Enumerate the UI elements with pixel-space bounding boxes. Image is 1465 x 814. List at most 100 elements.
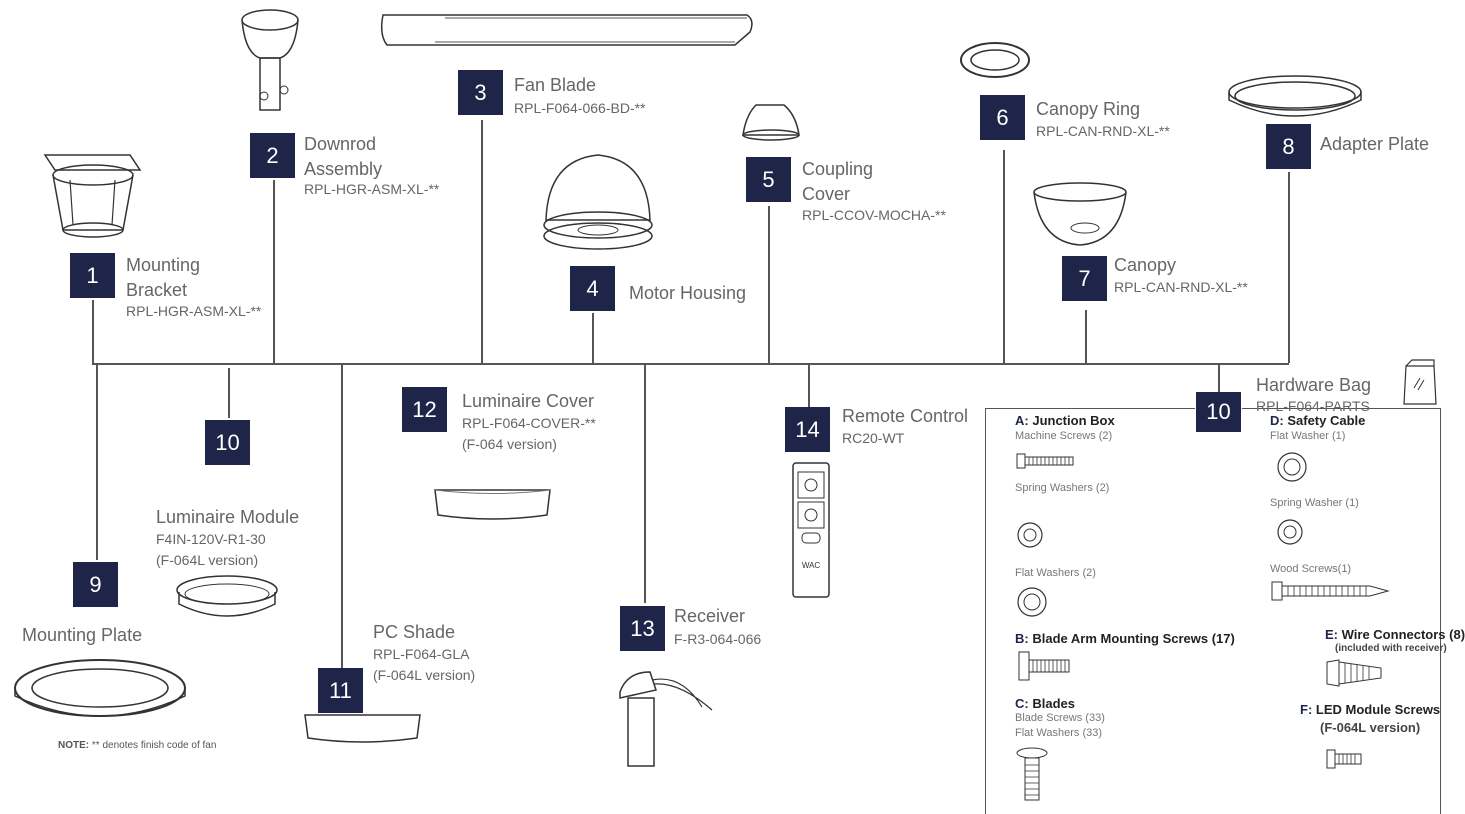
adapter-plate-title: Adapter Plate — [1320, 134, 1430, 154]
fan-blade-code: RPL-F064-066-BD-** — [514, 100, 646, 116]
connector-9 — [96, 363, 98, 560]
connector-11 — [341, 363, 343, 670]
connector-5 — [768, 206, 770, 363]
hw-a-item-2: Spring Washers (2) — [1015, 482, 1110, 494]
mounting-bracket-title-1: Mounting — [126, 255, 201, 275]
wood-screw-icon — [1271, 581, 1390, 601]
pc-shade-code: RPL-F064-GLA — [373, 646, 470, 662]
luminaire-cover-note: (F-064 version) — [462, 436, 557, 452]
coupling-cover-code: RPL-CCOV-MOCHA-** — [802, 207, 946, 223]
hw-c-heading: C: Blades — [1015, 696, 1075, 711]
hw-a-heading: A: Junction Box — [1015, 413, 1115, 428]
flat-washer-icon-d — [1277, 452, 1307, 482]
canopy-ring-code: RPL-CAN-RND-XL-** — [1036, 123, 1170, 139]
blade-arm-screw-icon — [1018, 651, 1070, 681]
badge-7: 7 — [1062, 256, 1107, 301]
hw-e-sub: (included with receiver) — [1335, 643, 1447, 654]
luminaire-cover-title: Luminaire Cover — [462, 391, 595, 411]
downrod-title-1: Downrod — [304, 134, 377, 154]
luminaire-cover-code: RPL-F064-COVER-** — [462, 415, 596, 431]
badge-4: 4 — [570, 266, 615, 311]
flat-washer-icon-a — [1017, 587, 1047, 617]
downrod-code: RPL-HGR-ASM-XL-** — [304, 181, 440, 197]
motor-housing-image — [543, 154, 653, 250]
hw-c-item-2: Flat Washers (33) — [1015, 727, 1103, 739]
mounting-bracket-code: RPL-HGR-ASM-XL-** — [126, 303, 262, 319]
hw-e-heading: E: Wire Connectors (8) — [1325, 627, 1465, 642]
connector-14 — [808, 363, 810, 407]
downrod-title-2: Assembly — [304, 159, 383, 179]
hw-a-item-3: Flat Washers (2) — [1015, 567, 1096, 579]
canopy-ring-title: Canopy Ring — [1036, 99, 1141, 119]
connector-2 — [273, 180, 275, 363]
fan-blade-image — [380, 14, 753, 46]
pc-shade-image — [304, 714, 421, 743]
badge-10-module: 10 — [205, 420, 250, 465]
pc-shade-title: PC Shade — [373, 622, 456, 642]
remote-control-code: RC20-WT — [842, 430, 905, 446]
hw-f-sub: (F-064L version) — [1320, 720, 1421, 735]
badge-14: 14 — [785, 407, 830, 452]
connector-6 — [1003, 150, 1005, 363]
coupling-cover-title-2: Cover — [802, 184, 851, 204]
badge-11: 11 — [318, 668, 363, 713]
luminaire-module-code: F4IN-120V-R1-30 — [156, 531, 266, 547]
canopy-ring-image — [960, 42, 1030, 78]
downrod-image — [241, 9, 299, 111]
hw-b-heading: B: Blade Arm Mounting Screws (17) — [1015, 631, 1235, 646]
coupling-cover-title-1: Coupling — [802, 159, 874, 179]
adapter-plate-image — [1228, 75, 1362, 117]
hw-d-heading: D: Safety Cable — [1270, 413, 1366, 428]
mounting-plate-title: Mounting Plate — [22, 625, 143, 645]
mounting-bracket-title-2: Bracket — [126, 280, 188, 300]
luminaire-module-image — [176, 575, 278, 617]
mounting-plate-image — [14, 659, 186, 717]
luminaire-cover-image — [434, 489, 551, 520]
connector-1 — [92, 300, 94, 363]
luminaire-module-note: (F-064L version) — [156, 552, 259, 568]
badge-9: 9 — [73, 562, 118, 607]
badge-3: 3 — [458, 70, 503, 115]
badge-2: 2 — [250, 133, 295, 178]
hw-c-item-1: Blade Screws (33) — [1015, 712, 1105, 724]
spring-washer-icon-d — [1277, 519, 1303, 545]
fan-blade-title: Fan Blade — [514, 75, 597, 95]
pc-shade-note: (F-064L version) — [373, 667, 476, 683]
connector-10-module — [228, 368, 230, 418]
receiver-image — [619, 671, 713, 767]
hw-d-item-3: Wood Screws(1) — [1270, 563, 1352, 575]
hw-d-item-2: Spring Washer (1) — [1270, 497, 1359, 509]
remote-control-title: Remote Control — [842, 406, 969, 426]
receiver-title: Receiver — [674, 606, 746, 626]
connector-10-hardware — [1218, 363, 1220, 401]
hardware-bag-title: Hardware Bag — [1256, 375, 1372, 395]
main-bus-line — [92, 363, 1289, 365]
receiver-code: F-R3-064-066 — [674, 631, 762, 647]
spring-washer-icon-a — [1017, 522, 1043, 548]
connector-3 — [481, 120, 483, 363]
hardware-box-right — [1440, 408, 1441, 814]
coupling-cover-image — [742, 104, 800, 141]
badge-6: 6 — [980, 95, 1025, 140]
hardware-box-left — [985, 408, 986, 814]
motor-housing-title: Motor Housing — [629, 283, 747, 303]
wire-connector-icon — [1326, 659, 1382, 687]
hw-a-item-1: Machine Screws (2) — [1015, 430, 1113, 442]
hardware-box-top-right — [1242, 408, 1440, 409]
canopy-code: RPL-CAN-RND-XL-** — [1114, 279, 1248, 295]
blade-screw-icon — [1016, 747, 1048, 801]
canopy-image — [1033, 182, 1127, 246]
mounting-bracket-image — [43, 154, 142, 238]
machine-screw-icon — [1016, 453, 1074, 469]
badge-5: 5 — [746, 157, 791, 202]
badge-13: 13 — [620, 606, 665, 651]
remote-control-image: WAC — [792, 462, 830, 598]
badge-10-hardware: 10 — [1196, 392, 1241, 432]
connector-4 — [592, 313, 594, 363]
finish-code-note: NOTE: ** denotes finish code of fan — [58, 740, 217, 751]
badge-12: 12 — [402, 387, 447, 432]
hardware-bag-code: RPL-F064-PARTS — [1256, 398, 1370, 414]
hardware-bag-icon — [1403, 359, 1437, 405]
badge-1: 1 — [70, 253, 115, 298]
canopy-title: Canopy — [1114, 255, 1177, 275]
